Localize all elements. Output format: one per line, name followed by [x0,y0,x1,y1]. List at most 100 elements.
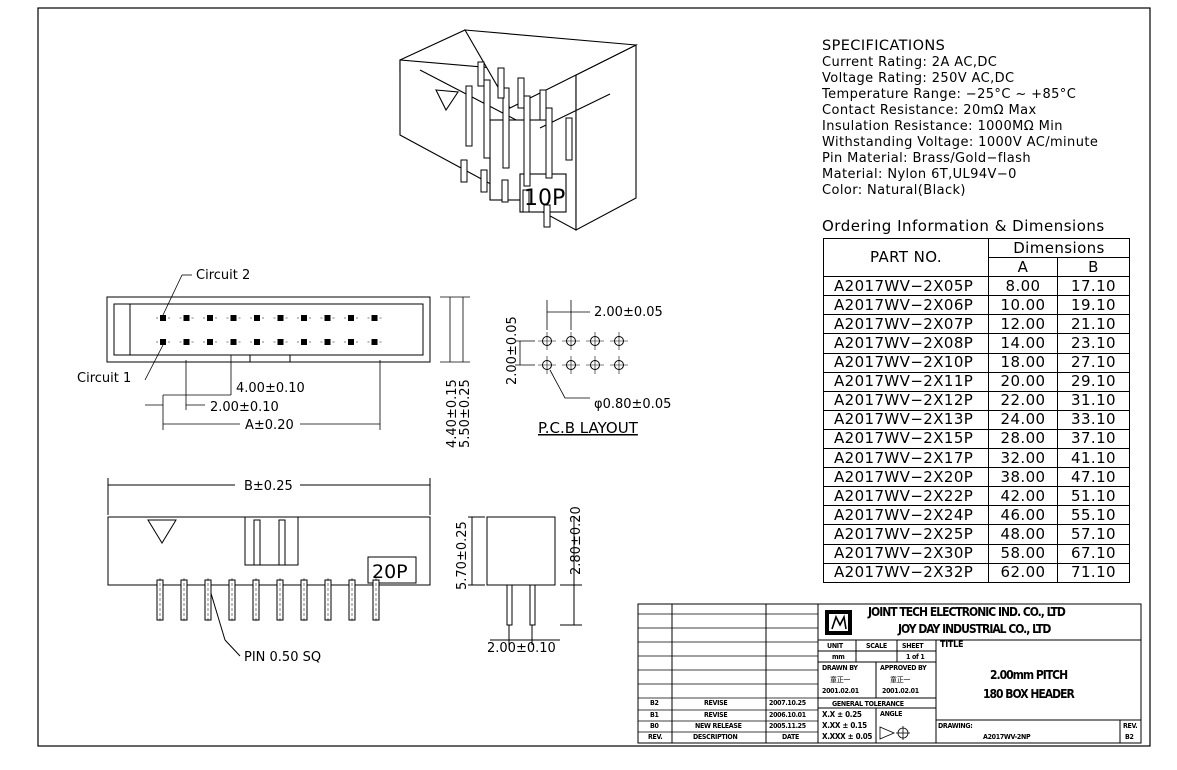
company-name-en: JOINT TECH ELECTRONIC IND. CO., LTD [868,605,1066,619]
title-block-grid [637,603,1142,744]
part-number-cell: A2017WV−2X24P [823,505,989,526]
approved-by-label: APPROVED BY [880,664,927,672]
dim-a-cell: 12.00 [988,314,1058,335]
dim-2-80: 2.80±0.20 [569,506,584,575]
part-number-cell: A2017WV−2X30P [823,543,989,564]
top-view-pin [371,315,378,321]
unit-label: UNIT [827,642,843,650]
angle-label: ANGLE [880,710,903,718]
dim-2-00: 2.00±0.10 [210,400,279,415]
dim-b-cell: 37.10 [1057,428,1130,450]
part-number-cell: A2017WV−2X15P [823,428,989,450]
dim-b-cell: 23.10 [1057,333,1130,354]
sheet-value: 1 of 1 [906,653,925,661]
label-20p: 20P [372,561,408,583]
drawing-label: DRAWING: [938,722,973,730]
part-number-cell: A2017WV−2X17P [823,448,989,469]
top-view-pin [254,315,260,321]
unit-value: mm [832,653,845,661]
top-view-pin [160,315,166,321]
rev-row-date: 2006.10.01 [769,711,806,719]
label-circuit-2: Circuit 2 [196,268,250,283]
col-description: DESCRIPTION [693,733,738,741]
dim-b-cell: 21.10 [1057,314,1130,335]
drawing-title-1: 2.00mm PITCH [990,668,1068,682]
spec-line: Contact Resistance: 20mΩ Max [822,103,1037,118]
rev-value: B2 [1125,733,1134,741]
scale-label: SCALE [866,642,887,650]
part-number-cell: A2017WV−2X06P [823,295,989,316]
part-number-cell: A2017WV−2X12P [823,390,989,411]
spec-line: Withstanding Voltage: 1000V AC/minute [822,135,1099,150]
top-view-pin [371,339,378,345]
tolerance-1: X.X ± 0.25 [822,710,862,719]
header-dimensions: Dimensions [988,237,1130,259]
dim-a-cell: 38.00 [988,467,1058,488]
dim-a-cell: 8.00 [988,276,1058,297]
top-view-dims [144,274,470,430]
specifications-heading: SPECIFICATIONS [822,38,946,54]
dim-b-cell: 57.10 [1057,524,1130,545]
pcb-dim-v: 2.00±0.05 [505,316,520,385]
top-view-pin [301,315,307,321]
isometric-view [399,29,638,231]
top-view-pin [324,339,331,345]
header-b: B [1057,257,1130,278]
dim-a-cell: 14.00 [988,333,1058,354]
part-number-cell: A2017WV−2X10P [823,352,989,373]
top-view-pin [348,315,354,321]
header-a: A [988,257,1058,278]
pin-note: PIN 0.50 SQ [244,650,321,665]
dim-b-cell: 33.10 [1057,409,1130,430]
dim-b-cell: 55.10 [1057,505,1130,526]
table-header-row: A B [824,257,1130,278]
dim-a-cell: 32.00 [988,448,1058,469]
pcb-dim-h: 2.00±0.05 [594,305,663,320]
general-tolerance: GENERAL TOLERANCE [832,700,904,708]
company-logo [825,610,852,635]
dim-a-cell: 22.00 [988,390,1058,411]
dim-a-cell: 28.00 [988,428,1058,450]
dim-b-cell: 67.10 [1057,543,1130,564]
specifications: SPECIFICATIONS Current Rating: 2A AC,DC … [822,38,1098,199]
title-block: JOINT TECH ELECTRONIC IND. CO., LTD JOY … [638,604,1141,743]
rev-row-date: 2007.10.25 [769,699,806,707]
drawing-number: A2017WV-2NP [983,733,1031,741]
dim-b-cell: 31.10 [1057,390,1130,411]
top-view-pin [301,339,307,345]
part-number-cell: A2017WV−2X08P [823,333,989,354]
dim-5-70: 5.70±0.25 [455,521,470,590]
col-rev: REV. [648,733,663,741]
top-view-pin [183,339,190,345]
col-date: DATE [782,733,799,741]
dim-b-cell: 17.10 [1057,276,1130,297]
dim-b: B±0.25 [244,479,293,494]
dim-2-00-side: 2.00±0.10 [487,641,556,656]
title-label: TITLE [940,640,964,650]
top-view-pin [277,315,284,321]
dim-b-cell: 19.10 [1057,295,1130,316]
dim-b-cell: 29.10 [1057,371,1130,392]
header-part-no: PART NO. [823,237,989,278]
drawing-title-2: 180 BOX HEADER [983,687,1075,701]
spec-line: Temperature Range: −25°C ~ +85°C [822,87,1077,102]
part-number-cell: A2017WV−2X05P [823,276,989,297]
spec-line: Current Rating: 2A AC,DC [822,55,998,70]
spec-line: Voltage Rating: 250V AC,DC [822,71,1015,86]
top-view-pin [207,339,213,345]
top-view [106,296,431,363]
top-view-pin [230,339,237,345]
approved-name: 童正一 [890,676,911,684]
